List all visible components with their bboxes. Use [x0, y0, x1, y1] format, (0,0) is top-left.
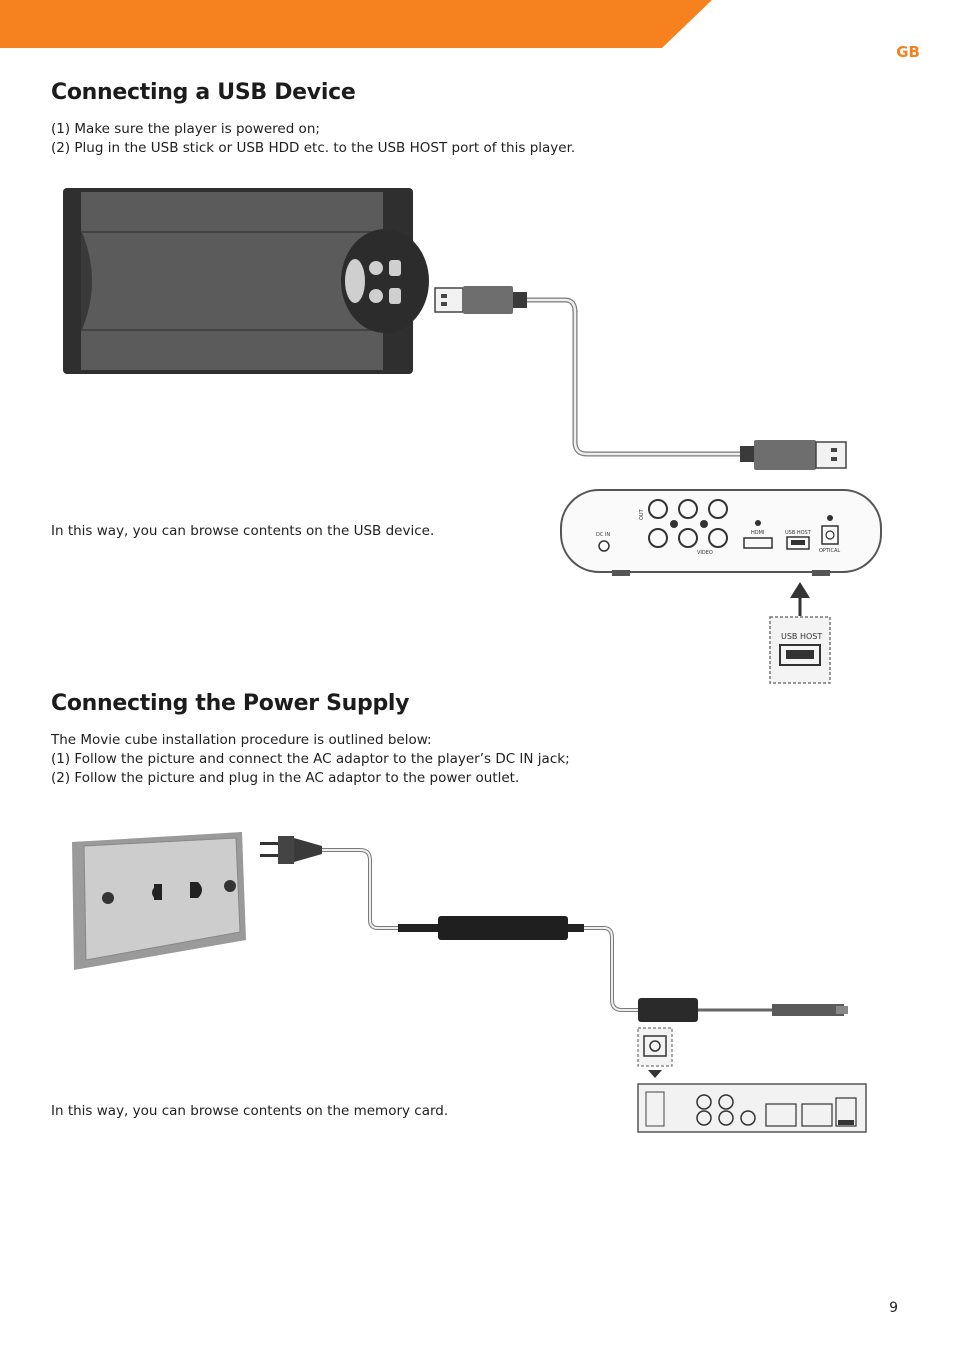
usb-steps: (1) Make sure the player is powered on; …	[51, 120, 575, 158]
wall-outlet	[72, 832, 246, 970]
power-connection-figure	[72, 832, 867, 1133]
player-top-view	[63, 188, 429, 374]
usb-plug-left	[434, 286, 527, 314]
power-step-1: (1) Follow the picture and connect the A…	[51, 751, 570, 767]
usb-host-port-label: USB HOST	[785, 530, 812, 536]
power-step-intro: The Movie cube installation procedure is…	[51, 732, 432, 748]
out-label: OUT	[639, 508, 645, 520]
ac-adaptor	[398, 916, 584, 940]
usb-plug-right	[740, 440, 847, 470]
language-tag: GB	[896, 43, 920, 61]
usb-cable	[525, 297, 745, 457]
page-number: 9	[889, 1300, 898, 1316]
power-cord	[322, 848, 400, 930]
power-section-title: Connecting the Power Supply	[51, 691, 410, 716]
usb-connection-figure: DC IN OUT VIDEO HDMI USB HOST OPTICAL US…	[63, 188, 882, 684]
optical-label: OPTICAL	[819, 548, 840, 554]
usb-host-zoom: USB HOST	[769, 616, 831, 684]
power-plug	[260, 836, 322, 864]
power-step-2: (2) Follow the picture and plug in the A…	[51, 770, 520, 786]
hdmi-label: HDMI	[751, 530, 764, 536]
arrow-up-icon	[790, 582, 810, 598]
video-label: VIDEO	[697, 550, 713, 556]
usb-section-title: Connecting a USB Device	[51, 80, 356, 105]
power-note: In this way, you can browse contents on …	[51, 1103, 449, 1119]
usb-step-2: (2) Plug in the USB stick or USB HDD etc…	[51, 140, 576, 156]
dc-in-zoom	[637, 1027, 673, 1067]
usb-host-zoom-label: USB HOST	[781, 632, 822, 641]
usb-step-1: (1) Make sure the player is powered on;	[51, 121, 320, 137]
dc-in-label: DC IN	[596, 532, 610, 538]
player-back-panel-small	[637, 1083, 867, 1133]
power-steps: The Movie cube installation procedure is…	[51, 731, 570, 788]
arrow-down-icon	[648, 1070, 662, 1078]
dc-connector	[638, 998, 848, 1022]
player-back-panel: DC IN OUT VIDEO HDMI USB HOST OPTICAL	[560, 489, 882, 576]
usb-note: In this way, you can browse contents on …	[51, 523, 435, 539]
header-banner	[0, 0, 712, 48]
